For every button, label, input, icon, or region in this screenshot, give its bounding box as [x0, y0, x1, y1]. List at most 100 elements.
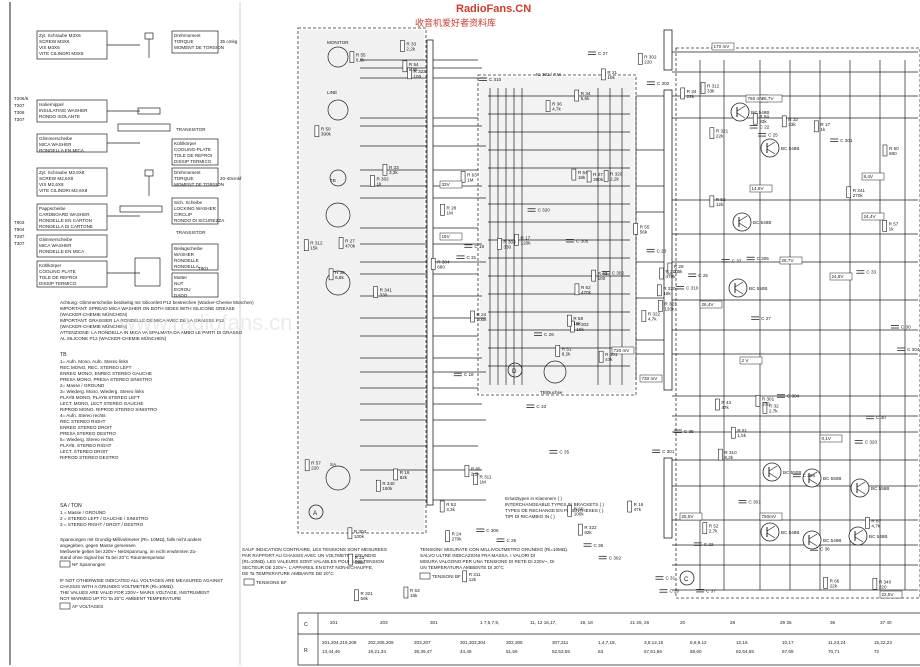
screw-head-icon: [144, 32, 154, 40]
voltage-mark: 170 mV: [714, 44, 731, 49]
resistor-icon: [407, 67, 412, 80]
resistor-label: R 304: [437, 259, 450, 264]
resistor-label: R 34: [581, 91, 591, 96]
resistor-label: R 321: [361, 591, 374, 596]
tb-line-5: 3= Wiederg. Mono, Wiederg. Stereo links: [60, 389, 145, 394]
resistor-value: 1M: [480, 480, 487, 485]
voltage-box: [749, 184, 773, 193]
volt-fr-4: DE Ta TEMPERATURE AMBIANTE DE 20°C: [242, 571, 334, 576]
resistor-icon: [882, 220, 887, 232]
voltage-mark: 14,8V: [752, 186, 765, 191]
volt-de-4: NF Spannungen: [72, 562, 106, 567]
torque-2-l1: Drehmoment: [174, 170, 201, 175]
resistor-label: R 54: [578, 170, 588, 175]
resistor-label: R 66: [830, 578, 840, 583]
resistor-label: R 62: [581, 285, 591, 290]
torque-1-l1: Drehmoment: [174, 33, 201, 38]
table-cell-r: 12,16: [736, 640, 748, 645]
resistor-value: 220: [311, 466, 319, 471]
resistor-icon: [403, 586, 409, 599]
resistor-value: 56k: [361, 596, 369, 601]
connector-sa: SA: [330, 462, 337, 467]
table-cell-r: 51,56: [506, 649, 518, 654]
transistor-icon: [850, 478, 870, 498]
resistor-label: R 51: [737, 428, 747, 433]
board-a-shade: [300, 30, 424, 531]
capacitor-label: C 33: [866, 270, 876, 275]
mica-note-2: (WACKER-CHEMIE MÜNCHEN): [60, 311, 128, 317]
voltage-mark: 33V: [442, 182, 451, 187]
tb-line-15: LECT. STEREO DROIT: [60, 449, 108, 454]
capacitor-label: C 22: [704, 542, 714, 547]
tb-line-6: PLAYB MONO, PLAYB STEREO LEFT: [60, 395, 140, 400]
table-cell-r: 62,64,65: [736, 649, 754, 654]
table-cell-r: 302,305: [506, 640, 523, 645]
resistor-label: R 302: [644, 54, 657, 59]
capacitor-label: C 304: [787, 394, 800, 399]
resistor-label: R 50: [321, 127, 331, 132]
sa-line-1: 2 = STEREO LEFT / GAUCHE / SINISTRO: [60, 516, 149, 521]
tr-group2-l1: T903: [14, 220, 25, 225]
torque-2-l2: TORQUE: [174, 176, 194, 181]
tb-heading: TB: [60, 352, 67, 358]
resistor-value: 330: [380, 293, 388, 298]
screw-m3-l3: VIS M3X6: [39, 45, 60, 50]
transistor-icon: [848, 526, 868, 546]
resistor-value: 470k: [345, 243, 356, 248]
voltage-mark: 24,4V: [864, 214, 877, 219]
resistor-icon: [633, 223, 639, 235]
transistor-emitter-icon: [808, 478, 818, 485]
cooling-1-box: [171, 138, 219, 166]
resistor-value: 680: [437, 264, 445, 269]
transistor-collector-icon: [808, 471, 818, 478]
table-row-c: C: [304, 622, 308, 628]
mica-2-l2: MICA WASHER: [39, 243, 72, 248]
resistor-icon: [667, 262, 673, 275]
resistor-icon: [304, 459, 310, 472]
resistor-value: 6,8k: [335, 275, 344, 280]
resistor-label: R 28: [674, 264, 684, 269]
resistor-value: 150k: [355, 560, 366, 565]
capacitor-label: C 305: [757, 256, 770, 261]
voltage-mark: 750mV: [762, 514, 777, 519]
transistor-collector-icon: [854, 529, 864, 536]
capacitor-label: C 302: [657, 81, 670, 86]
resistor-value: 22k: [687, 94, 695, 99]
lock-washer-l3: CIRCLIP: [174, 212, 192, 217]
volt-en-1: CHASSIS WITH A GRUNDIG VOLTMETER (Ri=10M…: [60, 584, 174, 589]
capacitor-label: C 27: [598, 51, 608, 56]
cardboard-l4: RONDELLA DI CARTONE: [39, 224, 93, 229]
resistor-icon: [846, 186, 852, 199]
din-socket-line-icon: [327, 99, 349, 121]
resistor-label: R 320: [663, 286, 676, 291]
voltage-box: [739, 356, 763, 365]
volt-en-0: IF NOT OTHERWISE INDICATED ALL VOLTAGES …: [60, 578, 223, 583]
mica-2-box: [36, 234, 108, 258]
resistor-label: R 50: [889, 146, 899, 151]
cooling-2-l3: TOLE DE REFROI: [39, 275, 77, 280]
resistor-label: R 323: [664, 301, 677, 306]
resistor-icon: [445, 530, 450, 542]
mica-1-l3: RONDELLA EN MICA: [39, 148, 85, 153]
board-a-outline: [297, 27, 427, 534]
voltage-box: [819, 434, 843, 443]
resistor-label: R 32: [769, 403, 779, 408]
screw-m3-l2: SCREW M3X6: [39, 39, 70, 44]
resistor-icon: [430, 258, 436, 270]
table-cell-c: 29 35: [780, 620, 792, 625]
resistor-icon: [570, 320, 575, 333]
transistor-type: BC 549B: [753, 220, 771, 225]
resistor-icon: [591, 269, 596, 282]
resistor-icon: [571, 168, 577, 181]
resistor-label: R 33: [389, 165, 399, 170]
nipple-icon: [137, 107, 161, 115]
resistor-value: 22k: [830, 583, 838, 588]
wires: [360, 51, 918, 591]
mica-note-3: IMPORTANT: GRAISSER LA RONDELLE DE MICA …: [60, 318, 224, 323]
resistor-value: 4,7k: [552, 107, 561, 112]
resistor-value: 12k: [716, 202, 724, 207]
capacitor-label: C 302: [612, 271, 625, 276]
din-socket-tb-icon: [325, 202, 351, 228]
resistor-value: 150k: [382, 486, 393, 491]
resistor-label: R 312: [310, 241, 323, 246]
